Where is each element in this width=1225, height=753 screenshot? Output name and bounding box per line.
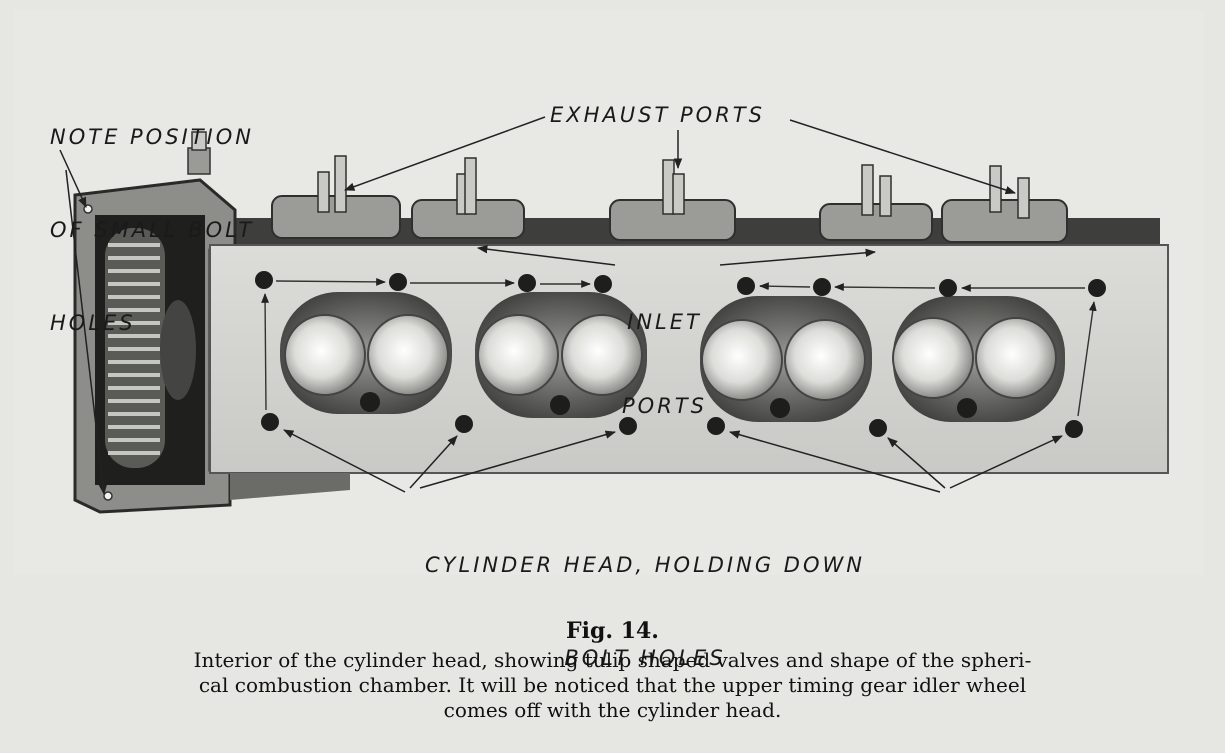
idler-gear-wheel <box>105 228 196 468</box>
caption-line: Interior of the cylinder head, showing t… <box>193 648 1032 672</box>
inlet-ports-label: INLET PORTS <box>622 310 707 418</box>
cylinder-head-bolt-holes-label: CYLINDER HEAD, HOLDING DOWN BOLT HOLES <box>425 553 865 670</box>
holding-down-bolt-holes <box>255 271 1106 438</box>
note-position-label: NOTE POSITION OF SMALL BOLT HOLES <box>50 125 255 335</box>
exhaust-port-blocks <box>271 195 1068 243</box>
figure-title: Fig. 14. <box>566 618 659 644</box>
caption-line: comes off with the cylinder head. <box>443 698 782 722</box>
exhaust-ports-label: EXHAUST PORTS <box>550 103 765 127</box>
figure-caption: Interior of the cylinder head, showing t… <box>100 648 1125 723</box>
leader-lines <box>59 116 1063 496</box>
cylinder-head-photo <box>14 10 1204 575</box>
small-bolt-hole-bottom <box>103 491 113 501</box>
combustion-chambers <box>280 292 1065 422</box>
caption-line: cal combustion chamber. It will be notic… <box>198 673 1027 697</box>
